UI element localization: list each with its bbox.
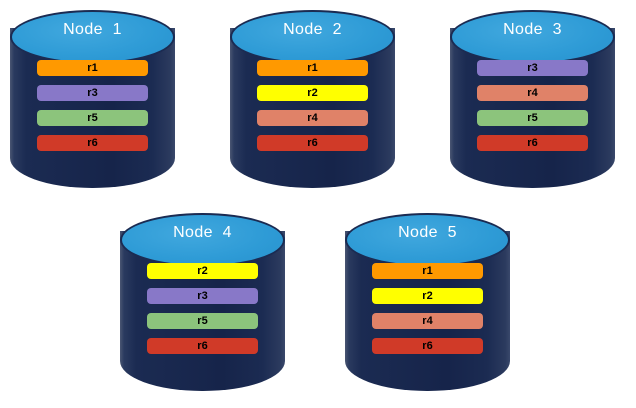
replica-bar-r2[interactable]: r2 xyxy=(372,288,483,304)
node-cylinder-top xyxy=(230,10,395,64)
replica-bar-r4[interactable]: r4 xyxy=(257,110,368,126)
replica-bar-r2[interactable]: r2 xyxy=(147,263,258,279)
replica-bar-r6[interactable]: r6 xyxy=(477,135,588,151)
node-cylinder-top xyxy=(450,10,615,64)
replica-bar-r5[interactable]: r5 xyxy=(147,313,258,329)
replica-bar-r1[interactable]: r1 xyxy=(372,263,483,279)
replica-bar-r6[interactable]: r6 xyxy=(257,135,368,151)
node-cylinder-top xyxy=(10,10,175,64)
replica-list: r3 r4 r5 r6 xyxy=(477,60,588,151)
replica-bar-r3[interactable]: r3 xyxy=(477,60,588,76)
replica-bar-r4[interactable]: r4 xyxy=(477,85,588,101)
replica-list: r1 r2 r4 r6 xyxy=(257,60,368,151)
replica-list: r1 r3 r5 r6 xyxy=(37,60,148,151)
replica-bar-r5[interactable]: r5 xyxy=(37,110,148,126)
replica-bar-r6[interactable]: r6 xyxy=(147,338,258,354)
replica-bar-r3[interactable]: r3 xyxy=(147,288,258,304)
replica-bar-r1[interactable]: r1 xyxy=(37,60,148,76)
replica-bar-r3[interactable]: r3 xyxy=(37,85,148,101)
replica-bar-r2[interactable]: r2 xyxy=(257,85,368,101)
replica-list: r2 r3 r5 r6 xyxy=(147,263,258,354)
replica-bar-r6[interactable]: r6 xyxy=(372,338,483,354)
node-cylinder-top xyxy=(345,213,510,267)
replica-bar-r1[interactable]: r1 xyxy=(257,60,368,76)
node-cylinder-top xyxy=(120,213,285,267)
replica-list: r1 r2 r4 r6 xyxy=(372,263,483,354)
replica-bar-r4[interactable]: r4 xyxy=(372,313,483,329)
replica-bar-r6[interactable]: r6 xyxy=(37,135,148,151)
replica-bar-r5[interactable]: r5 xyxy=(477,110,588,126)
